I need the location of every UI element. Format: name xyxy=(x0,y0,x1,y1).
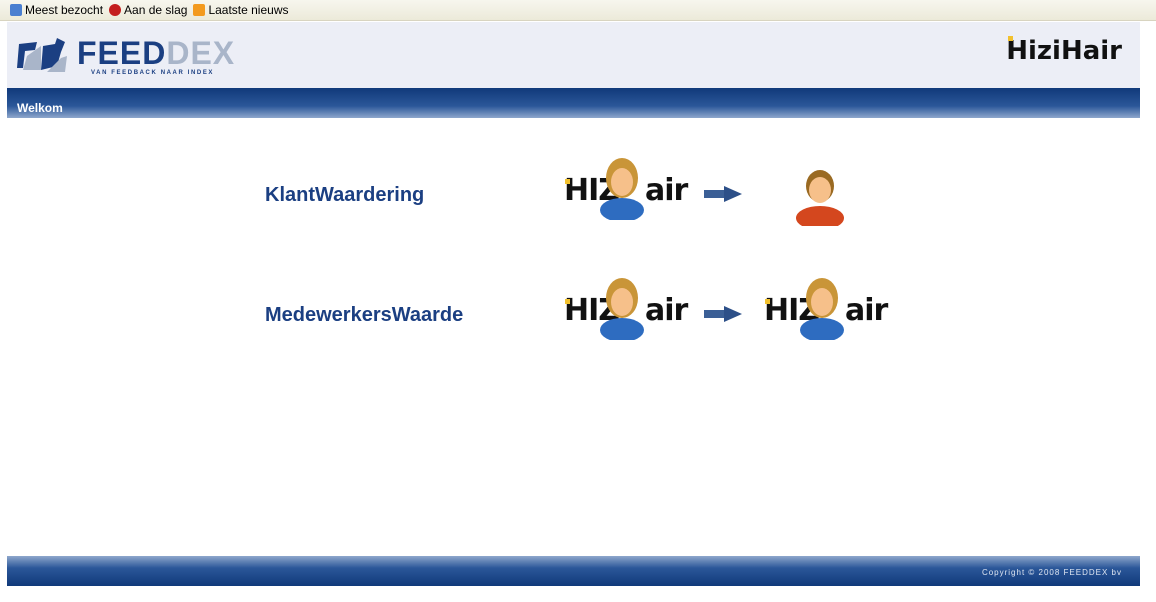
bookmark-label: Laatste nieuws xyxy=(208,3,289,17)
nav-title: Welkom xyxy=(17,101,63,115)
female-user-icon xyxy=(600,158,644,220)
brand-text: FEED xyxy=(77,35,167,71)
female-user-icon xyxy=(800,278,844,340)
bookmark-most-visited[interactable]: Meest bezocht xyxy=(10,3,103,17)
feeddex-mark-icon xyxy=(17,38,67,72)
bookmark-label: Aan de slag xyxy=(124,3,188,17)
logo-text: air xyxy=(645,293,688,328)
female-user-icon xyxy=(600,278,644,340)
copyright-text: Copyright © 2008 FEEDDEX bv xyxy=(981,568,1122,577)
most-visited-icon xyxy=(10,4,22,16)
footer: Copyright © 2008 FEEDDEX bv xyxy=(7,556,1140,586)
row-label[interactable]: KlantWaardering xyxy=(265,184,425,206)
arrow-right-icon xyxy=(704,306,742,322)
hizihair-logo[interactable]: HiziHair xyxy=(1006,36,1122,66)
logo-text: air xyxy=(845,293,888,328)
brand-suffix-text: DEX xyxy=(166,35,236,71)
rss-icon xyxy=(193,4,206,16)
arrow-right-icon xyxy=(704,186,742,202)
bookmark-getting-started[interactable]: Aan de slag xyxy=(109,3,187,17)
customer-user-icon xyxy=(796,170,844,226)
logo-text: air xyxy=(645,173,688,208)
bookmark-latest-news[interactable]: Laatste nieuws xyxy=(193,3,289,17)
firefox-icon xyxy=(109,4,122,16)
tagline: VAN FEEDBACK NAAR INDEX xyxy=(91,70,215,76)
nav-bar: Welkom xyxy=(7,88,1140,118)
page: FEEDDEX VAN FEEDBACK NAAR INDEX HiziHair… xyxy=(7,22,1140,592)
row-label[interactable]: MedewerkersWaarde xyxy=(265,304,464,326)
bookmark-label: Meest bezocht xyxy=(25,3,104,17)
feeddex-logo[interactable]: FEEDDEX VAN FEEDBACK NAAR INDEX xyxy=(17,36,235,76)
bookmarks-toolbar: Meest bezocht Aan de slag Laatste nieuws xyxy=(0,0,1156,21)
header: FEEDDEX VAN FEEDBACK NAAR INDEX HiziHair xyxy=(7,22,1140,88)
client-logo-text: HiziHair xyxy=(1006,36,1122,66)
